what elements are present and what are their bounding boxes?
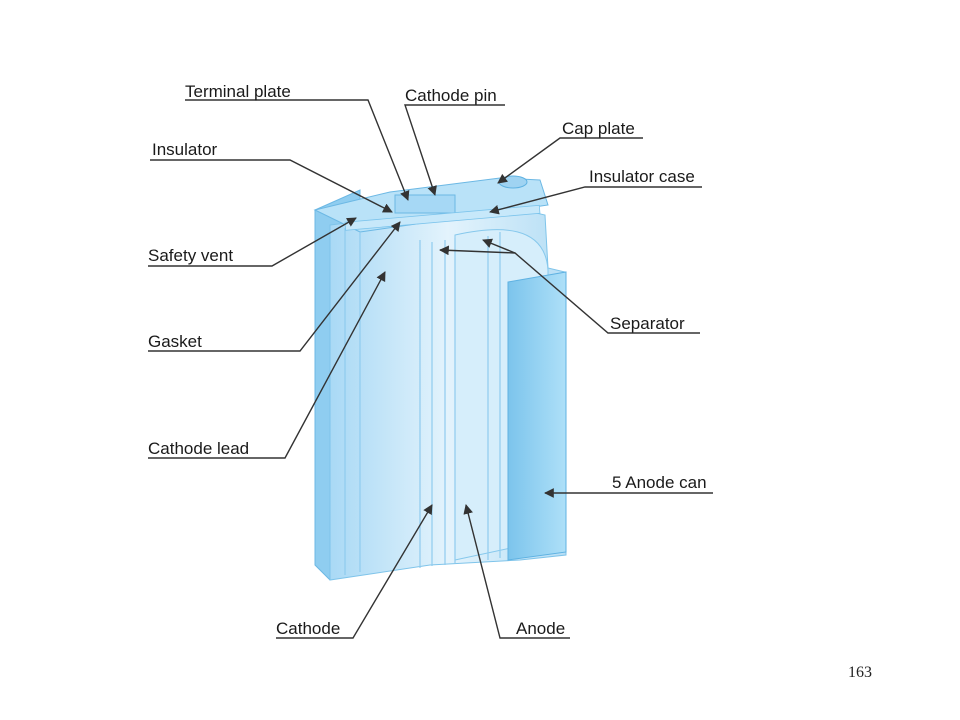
leader-separator-a <box>439 245 700 334</box>
battery-body <box>313 175 567 581</box>
label-separator: Separator <box>610 314 685 333</box>
leader-terminal-plate <box>185 99 410 201</box>
label-safety-vent: Safety vent <box>148 246 233 265</box>
label-insulator-case: Insulator case <box>589 167 695 186</box>
leader-cathode-pin <box>404 104 505 196</box>
label-terminal-plate: Terminal plate <box>185 82 291 101</box>
labels: Terminal plate Cathode pin Cap plate Ins… <box>148 82 707 638</box>
leader-safety-vent <box>148 217 357 267</box>
label-cap-plate: Cap plate <box>562 119 635 138</box>
leader-gasket <box>148 221 401 352</box>
label-cathode-pin: Cathode pin <box>405 86 497 105</box>
label-gasket: Gasket <box>148 332 202 351</box>
label-anode: Anode <box>516 619 565 638</box>
leader-anode <box>463 504 570 639</box>
leader-lines <box>148 99 713 639</box>
leader-separator-b <box>482 238 516 254</box>
leader-insulator-case <box>489 186 702 215</box>
leader-cathode-lead <box>148 271 386 459</box>
label-cathode-lead: Cathode lead <box>148 439 249 458</box>
label-insulator: Insulator <box>152 140 218 159</box>
leader-cathode <box>276 504 433 639</box>
terminal-block <box>394 194 456 214</box>
leader-cap-plate <box>497 137 643 184</box>
anode-can-panel <box>507 271 567 561</box>
cap-plate-boss <box>498 175 528 189</box>
label-cathode: Cathode <box>276 619 340 638</box>
label-anode-can: 5 Anode can <box>612 473 707 492</box>
leader-insulator <box>150 159 393 213</box>
page-number: 163 <box>848 664 872 681</box>
